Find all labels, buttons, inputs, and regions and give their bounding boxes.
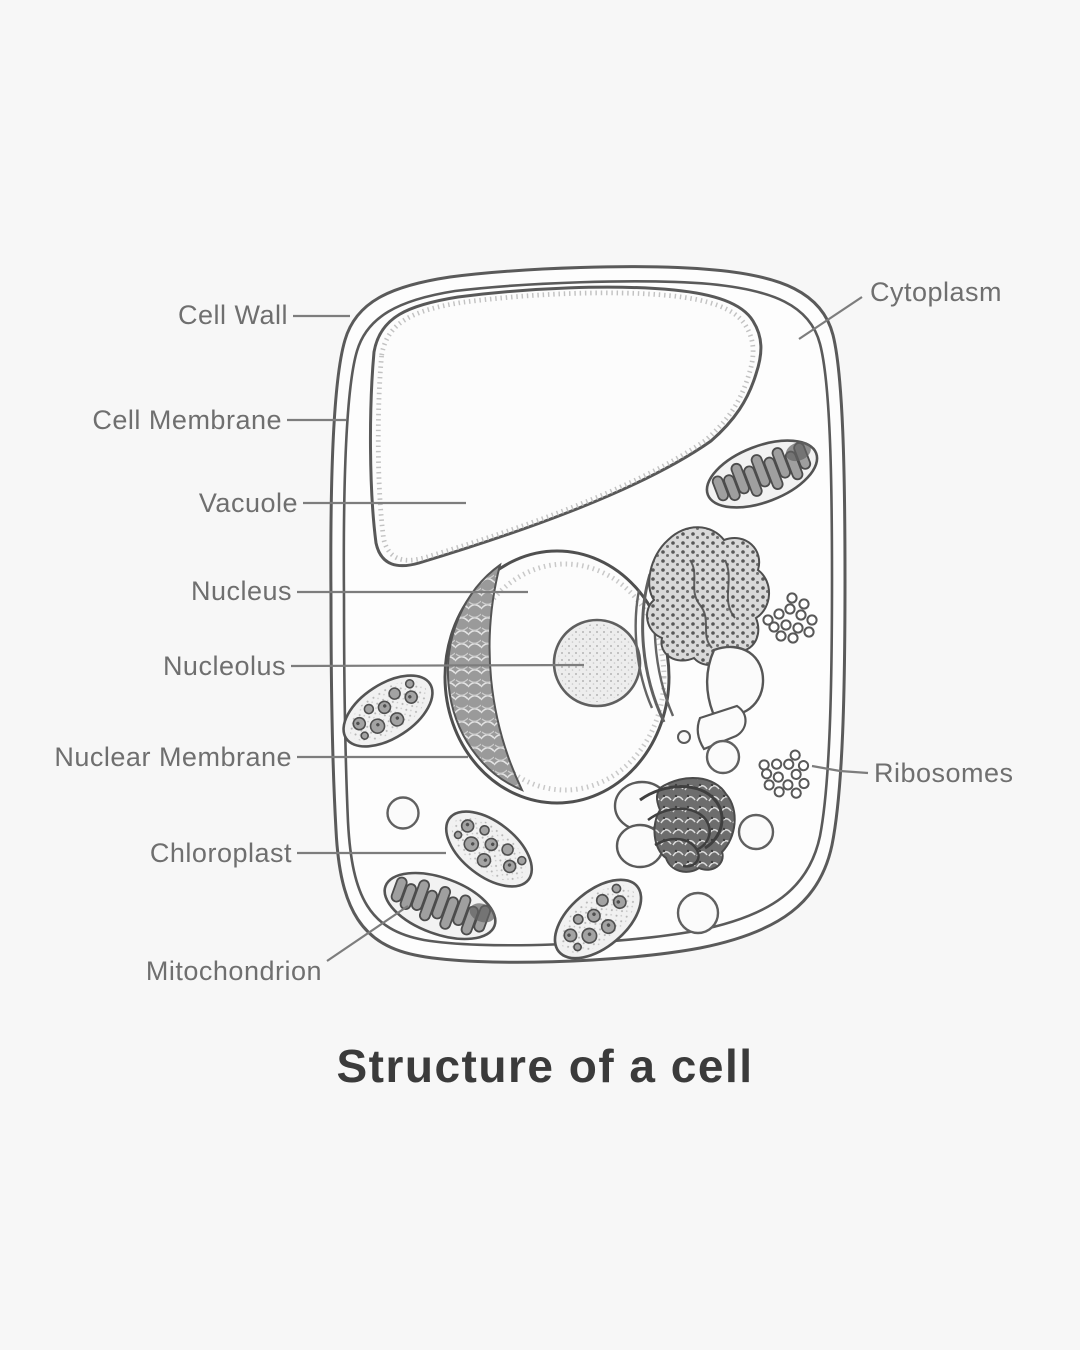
label-nucleolus: Nucleolus — [163, 651, 286, 681]
leader-nucleolus — [290, 663, 585, 668]
nucleolus-shape — [552, 618, 642, 708]
label-cytoplasm: Cytoplasm — [870, 277, 1002, 307]
vesicle-shape — [705, 739, 741, 775]
vesicle-shape — [386, 796, 420, 830]
label-cell-membrane: Cell Membrane — [92, 405, 282, 435]
vesicle-shape — [676, 891, 720, 935]
label-vacuole: Vacuole — [199, 488, 298, 518]
leader-ribosomes — [811, 764, 869, 775]
nucleus-shape — [443, 549, 671, 805]
label-nuclear-membrane: Nuclear Membrane — [54, 742, 292, 772]
golgi-apparatus-shape — [613, 777, 736, 873]
leader-mitochondrion — [326, 905, 409, 962]
label-chloroplast: Chloroplast — [150, 838, 292, 868]
vacuole-shape — [368, 285, 763, 568]
nuclear-membrane-shape — [446, 562, 525, 792]
label-ribosomes: Ribosomes — [874, 758, 1014, 788]
label-cell-wall: Cell Wall — [178, 300, 288, 330]
cell-membrane-shape — [342, 280, 834, 947]
label-mitochondrion: Mitochondrion — [146, 956, 322, 986]
leader-cytoplasm — [798, 296, 863, 340]
endoplasmic-reticulum-shape — [634, 526, 771, 751]
label-nucleus: Nucleus — [191, 576, 292, 606]
diagram-title: Structure of a cell — [336, 1040, 753, 1092]
vesicle-shape — [737, 813, 775, 851]
